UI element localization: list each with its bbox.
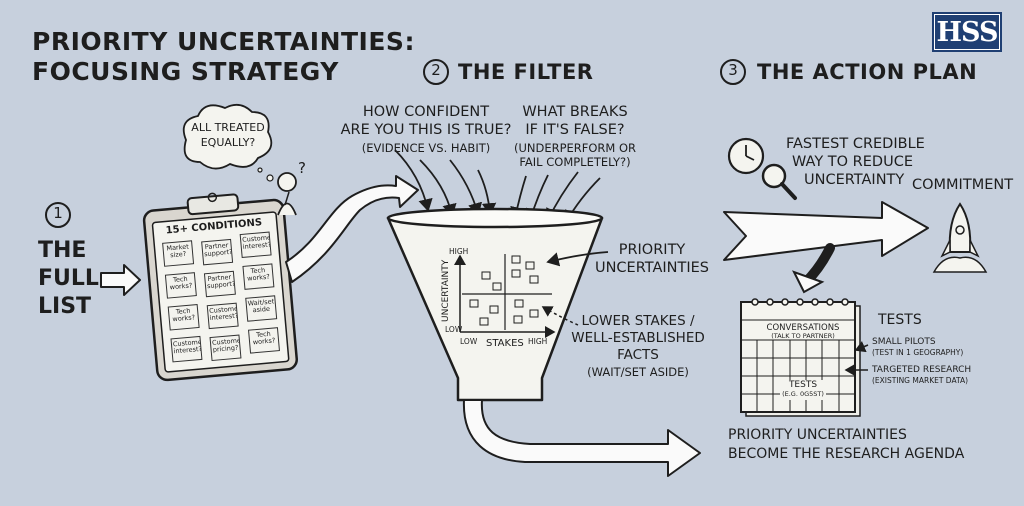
tests-item1: SMALL PILOTS: [872, 337, 936, 347]
thinking-person: [277, 172, 297, 216]
fastest-line3: UNCERTAINTY: [804, 172, 905, 188]
curved-arrow-to-funnel: [285, 175, 419, 283]
matrix-y-low: LOW: [445, 325, 463, 334]
agenda-line1: PRIORITY UNCERTAINTIES: [728, 427, 907, 443]
funnel-rim: [386, 207, 604, 229]
step3-circle: [720, 59, 746, 85]
priority-pointer: [546, 251, 609, 267]
fastest-line1: FASTEST CREDIBLE: [786, 136, 925, 152]
list-arrow: [100, 264, 141, 296]
sticky-note: Market size?: [162, 240, 195, 267]
q2-line1: WHAT BREAKS: [522, 104, 628, 120]
calendar: [740, 298, 861, 417]
matrix-y-high: HIGH: [449, 247, 469, 256]
q1-line3: (EVIDENCE VS. HABIT): [361, 141, 491, 155]
hss-logo: HSS: [932, 12, 1002, 52]
sticky-note: Tech works?: [248, 327, 280, 354]
thought-line1: ALL TREATED: [191, 121, 265, 134]
step2-number: 2: [431, 61, 441, 79]
q1-line1: HOW CONFIDENT: [362, 104, 490, 120]
lower-stakes-line2: WELL-ESTABLISHED: [571, 330, 705, 346]
step2-circle: [423, 59, 449, 85]
step1-title-line1: THE: [38, 238, 87, 263]
tests-heading: TESTS: [878, 312, 922, 328]
thought-dot: [266, 174, 274, 182]
sticky-note: Tech works?: [242, 263, 275, 290]
agenda-line2: BECOME THE RESEARCH AGENDA: [728, 446, 965, 462]
question-mark: ?: [298, 159, 306, 177]
sticky-note: Customer pricing?: [209, 334, 242, 362]
sticky-note: Customer interest?: [170, 335, 203, 363]
tests-item2-sub: (EXISTING MARKET DATA): [872, 376, 969, 385]
title-line2: FOCUSING STRATEGY: [32, 57, 339, 86]
thought-dot: [257, 167, 263, 173]
sticky-note: Partner support?: [201, 238, 234, 266]
input-arrow: [394, 149, 433, 212]
tests-item2: TARGETED RESEARCH: [872, 365, 972, 375]
commitment-arrow: [723, 201, 929, 261]
step2-title: THE FILTER: [458, 60, 594, 84]
lower-stakes-pointer: [541, 306, 579, 326]
clock-icon: [727, 137, 765, 175]
matrix-x-label: STAKES: [486, 338, 524, 349]
calendar-conversations: CONVERSATIONS: [766, 323, 840, 333]
calendar-tests: TESTS: [788, 380, 818, 390]
q1-line2: ARE YOU THIS IS TRUE?: [340, 122, 512, 138]
lower-stakes-line3: FACTS: [617, 347, 659, 363]
sticky-note: Tech works?: [164, 272, 197, 299]
priority-line2: UNCERTAINTIES: [594, 260, 710, 276]
sticky-note: Partner support?: [203, 270, 236, 298]
fastest-line2: WAY TO REDUCE: [792, 154, 913, 170]
step3-title: THE ACTION PLAN: [757, 60, 978, 84]
branch-arrow-head: [791, 270, 825, 294]
agenda-arrow: [462, 399, 701, 477]
commitment-label: COMMITMENT: [912, 177, 1014, 193]
matrix-x-high: HIGH: [528, 337, 548, 346]
step1-number: 1: [53, 204, 63, 222]
sticky-note: Customer interest?: [206, 302, 239, 330]
calendar-tests-sub: (E.G. 0G5ST): [782, 390, 824, 398]
q2-line2: IF IT'S FALSE?: [525, 122, 625, 138]
step1-circle: [45, 202, 71, 228]
priority-line1: PRIORITY: [618, 242, 686, 258]
calendar-conversations-sub: (TALK TO PARTNER): [771, 332, 835, 340]
q2-line4: FAIL COMPLETELY?): [519, 155, 631, 169]
rocket: [932, 202, 988, 273]
sticky-note: Tech works?: [167, 304, 200, 331]
title-line1: PRIORITY UNCERTAINTIES:: [32, 27, 415, 56]
magnifier-icon: [761, 163, 797, 200]
matrix-notes: [469, 255, 539, 326]
pilot-pointer: [854, 341, 869, 353]
thought-line2: EQUALLY?: [200, 136, 256, 149]
q2-line3: (UNDERPERFORM OR: [513, 141, 637, 155]
sticky-note: Wait/set aside: [245, 295, 278, 322]
lower-stakes-line1: LOWER STAKES /: [581, 313, 695, 329]
lower-stakes-line4: (WAIT/SET ASIDE): [587, 365, 689, 379]
tests-item1-sub: (TEST IN 1 GEOGRAPHY): [872, 348, 964, 357]
thought-cloud: [182, 103, 273, 170]
sticky-note: Customer interest?: [239, 231, 272, 259]
step3-number: 3: [728, 61, 738, 79]
matrix-x-low: LOW: [460, 337, 478, 346]
matrix-y-label: UNCERTAINTY: [441, 259, 451, 322]
